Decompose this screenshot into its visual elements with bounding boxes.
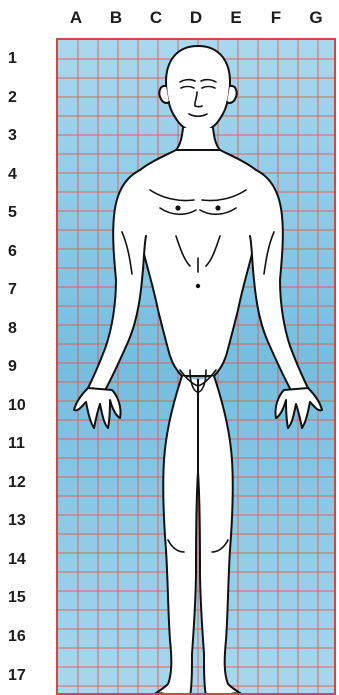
row-label-12: 12 bbox=[4, 464, 40, 503]
row-labels: 1 2 3 4 5 6 7 8 9 10 11 12 13 14 15 16 1… bbox=[4, 40, 40, 695]
row-label-13: 13 bbox=[4, 502, 40, 541]
row-label-5: 5 bbox=[4, 194, 40, 233]
row-label-15: 15 bbox=[4, 579, 40, 618]
column-labels: A B C D E F G bbox=[56, 6, 336, 30]
column-label-e: E bbox=[216, 6, 256, 30]
row-label-7: 7 bbox=[4, 271, 40, 310]
row-label-6: 6 bbox=[4, 233, 40, 272]
column-label-a: A bbox=[56, 6, 96, 30]
row-label-14: 14 bbox=[4, 541, 40, 580]
neck bbox=[176, 128, 220, 150]
row-label-8: 8 bbox=[4, 310, 40, 349]
row-label-3: 3 bbox=[4, 117, 40, 156]
column-label-c: C bbox=[136, 6, 176, 30]
grid-panel bbox=[56, 38, 336, 695]
row-label-2: 2 bbox=[4, 79, 40, 118]
row-label-16: 16 bbox=[4, 618, 40, 657]
column-label-b: B bbox=[96, 6, 136, 30]
row-label-11: 11 bbox=[4, 425, 40, 464]
row-label-10: 10 bbox=[4, 387, 40, 426]
body-figure-svg bbox=[58, 40, 336, 695]
navel bbox=[197, 285, 200, 288]
column-label-f: F bbox=[256, 6, 296, 30]
column-label-g: G bbox=[296, 6, 336, 30]
column-label-d: D bbox=[176, 6, 216, 30]
head bbox=[166, 46, 230, 132]
row-label-17: 17 bbox=[4, 656, 40, 695]
row-label-4: 4 bbox=[4, 156, 40, 195]
row-label-1: 1 bbox=[4, 40, 40, 79]
right-nipple bbox=[216, 206, 220, 210]
row-label-9: 9 bbox=[4, 348, 40, 387]
left-nipple bbox=[176, 206, 180, 210]
